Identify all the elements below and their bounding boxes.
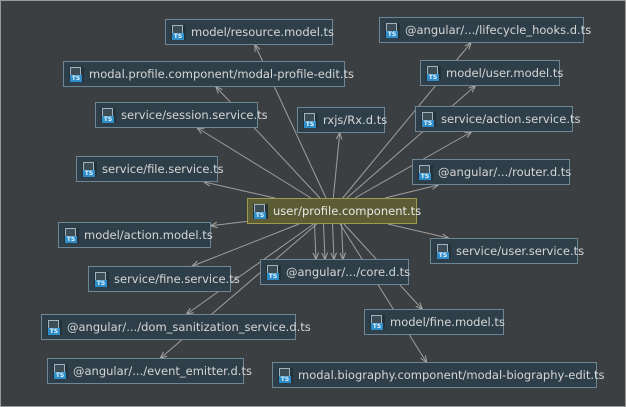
- edge-center-to-file_service: [204, 182, 275, 199]
- node-user-profile-component[interactable]: TS user/profile.component.ts: [247, 198, 421, 224]
- node-modal-biography-edit[interactable]: TS modal.biography.component/modal-biogr…: [272, 362, 605, 388]
- node-label: @angular/.../router.d.ts: [438, 165, 572, 179]
- node-label: service/file.service.ts: [102, 162, 224, 176]
- typescript-file-icon: TS: [47, 319, 62, 335]
- typescript-file-icon: TS: [421, 111, 436, 127]
- typescript-file-icon: TS: [266, 264, 281, 280]
- edge-center-to-core: [333, 223, 334, 259]
- typescript-file-icon: TS: [253, 203, 268, 219]
- node-rxjs-rx[interactable]: TS rxjs/Rx.d.ts: [297, 107, 388, 133]
- node-session-service[interactable]: TS service/session.service.ts: [95, 102, 268, 128]
- node-event-emitter[interactable]: TS @angular/.../event_emitter.d.ts: [47, 358, 252, 384]
- node-resource-model[interactable]: TS model/resource.model.ts: [165, 19, 335, 45]
- edge-center-to-router: [384, 185, 438, 199]
- node-file-service[interactable]: TS service/file.service.ts: [76, 156, 224, 182]
- node-label: service/session.service.ts: [121, 108, 268, 122]
- node-label: service/action.service.ts: [441, 112, 581, 126]
- edge-center-to-core: [342, 223, 343, 259]
- edge-center-to-modal_biography: [339, 223, 426, 362]
- node-lifecycle-hooks[interactable]: TS @angular/.../lifecycle_hooks.d.ts: [379, 17, 591, 43]
- node-angular-core[interactable]: TS @angular/.../core.d.ts: [260, 259, 411, 285]
- typescript-file-icon: TS: [303, 112, 318, 128]
- node-label: @angular/.../lifecycle_hooks.d.ts: [405, 23, 592, 37]
- edge-center-to-core: [315, 223, 316, 259]
- node-label: @angular/.../core.d.ts: [286, 265, 411, 279]
- node-label: model/resource.model.ts: [191, 25, 335, 39]
- node-label: user/profile.component.ts: [273, 204, 422, 218]
- edge-center-to-session_service: [198, 128, 312, 199]
- edge-center-to-user_model: [346, 86, 475, 199]
- node-modal-profile-edit[interactable]: TS modal.profile.component/modal-profile…: [63, 61, 354, 87]
- typescript-file-icon: TS: [171, 24, 186, 40]
- typescript-file-icon: TS: [418, 164, 433, 180]
- edge-center-to-core: [324, 223, 325, 259]
- typescript-file-icon: TS: [69, 66, 84, 82]
- node-dom-sanitization-service[interactable]: TS @angular/.../dom_sanitization_service…: [41, 314, 311, 340]
- node-fine-model[interactable]: TS model/fine.model.ts: [364, 309, 505, 335]
- edge-center-to-fine_service: [192, 223, 300, 266]
- node-label: model/action.model.ts: [84, 228, 213, 242]
- node-label: modal.biography.component/modal-biograph…: [298, 368, 605, 382]
- node-action-model[interactable]: TS model/action.model.ts: [58, 222, 213, 248]
- edge-center-to-dom_sanitization: [187, 223, 314, 314]
- typescript-file-icon: TS: [426, 65, 441, 81]
- typescript-file-icon: TS: [94, 271, 109, 287]
- typescript-file-icon: TS: [53, 363, 68, 379]
- typescript-file-icon: TS: [101, 107, 116, 123]
- typescript-file-icon: TS: [64, 227, 79, 243]
- node-label: modal.profile.component/modal-profile-ed…: [89, 67, 354, 81]
- node-user-service[interactable]: TS service/user.service.ts: [430, 238, 584, 264]
- typescript-file-icon: TS: [82, 161, 97, 177]
- node-user-model[interactable]: TS model/user.model.ts: [420, 60, 564, 86]
- node-router[interactable]: TS @angular/.../router.d.ts: [412, 159, 572, 185]
- node-label: rxjs/Rx.d.ts: [323, 113, 388, 127]
- typescript-file-icon: TS: [436, 243, 451, 259]
- typescript-file-icon: TS: [278, 367, 293, 383]
- typescript-file-icon: TS: [370, 314, 385, 330]
- node-fine-service[interactable]: TS service/fine.service.ts: [88, 266, 240, 292]
- node-label: service/user.service.ts: [456, 244, 585, 258]
- node-label: model/user.model.ts: [446, 66, 564, 80]
- node-label: service/fine.service.ts: [114, 272, 240, 286]
- node-action-service[interactable]: TS service/action.service.ts: [415, 106, 580, 132]
- node-label: @angular/.../event_emitter.d.ts: [73, 364, 252, 378]
- node-label: model/fine.model.ts: [390, 315, 505, 329]
- edge-center-to-action_model: [211, 220, 248, 225]
- node-label: @angular/.../dom_sanitization_service.d.…: [67, 320, 311, 334]
- typescript-file-icon: TS: [385, 22, 400, 38]
- edge-center-to-user_service: [387, 223, 448, 238]
- edge-center-to-rx: [332, 133, 339, 199]
